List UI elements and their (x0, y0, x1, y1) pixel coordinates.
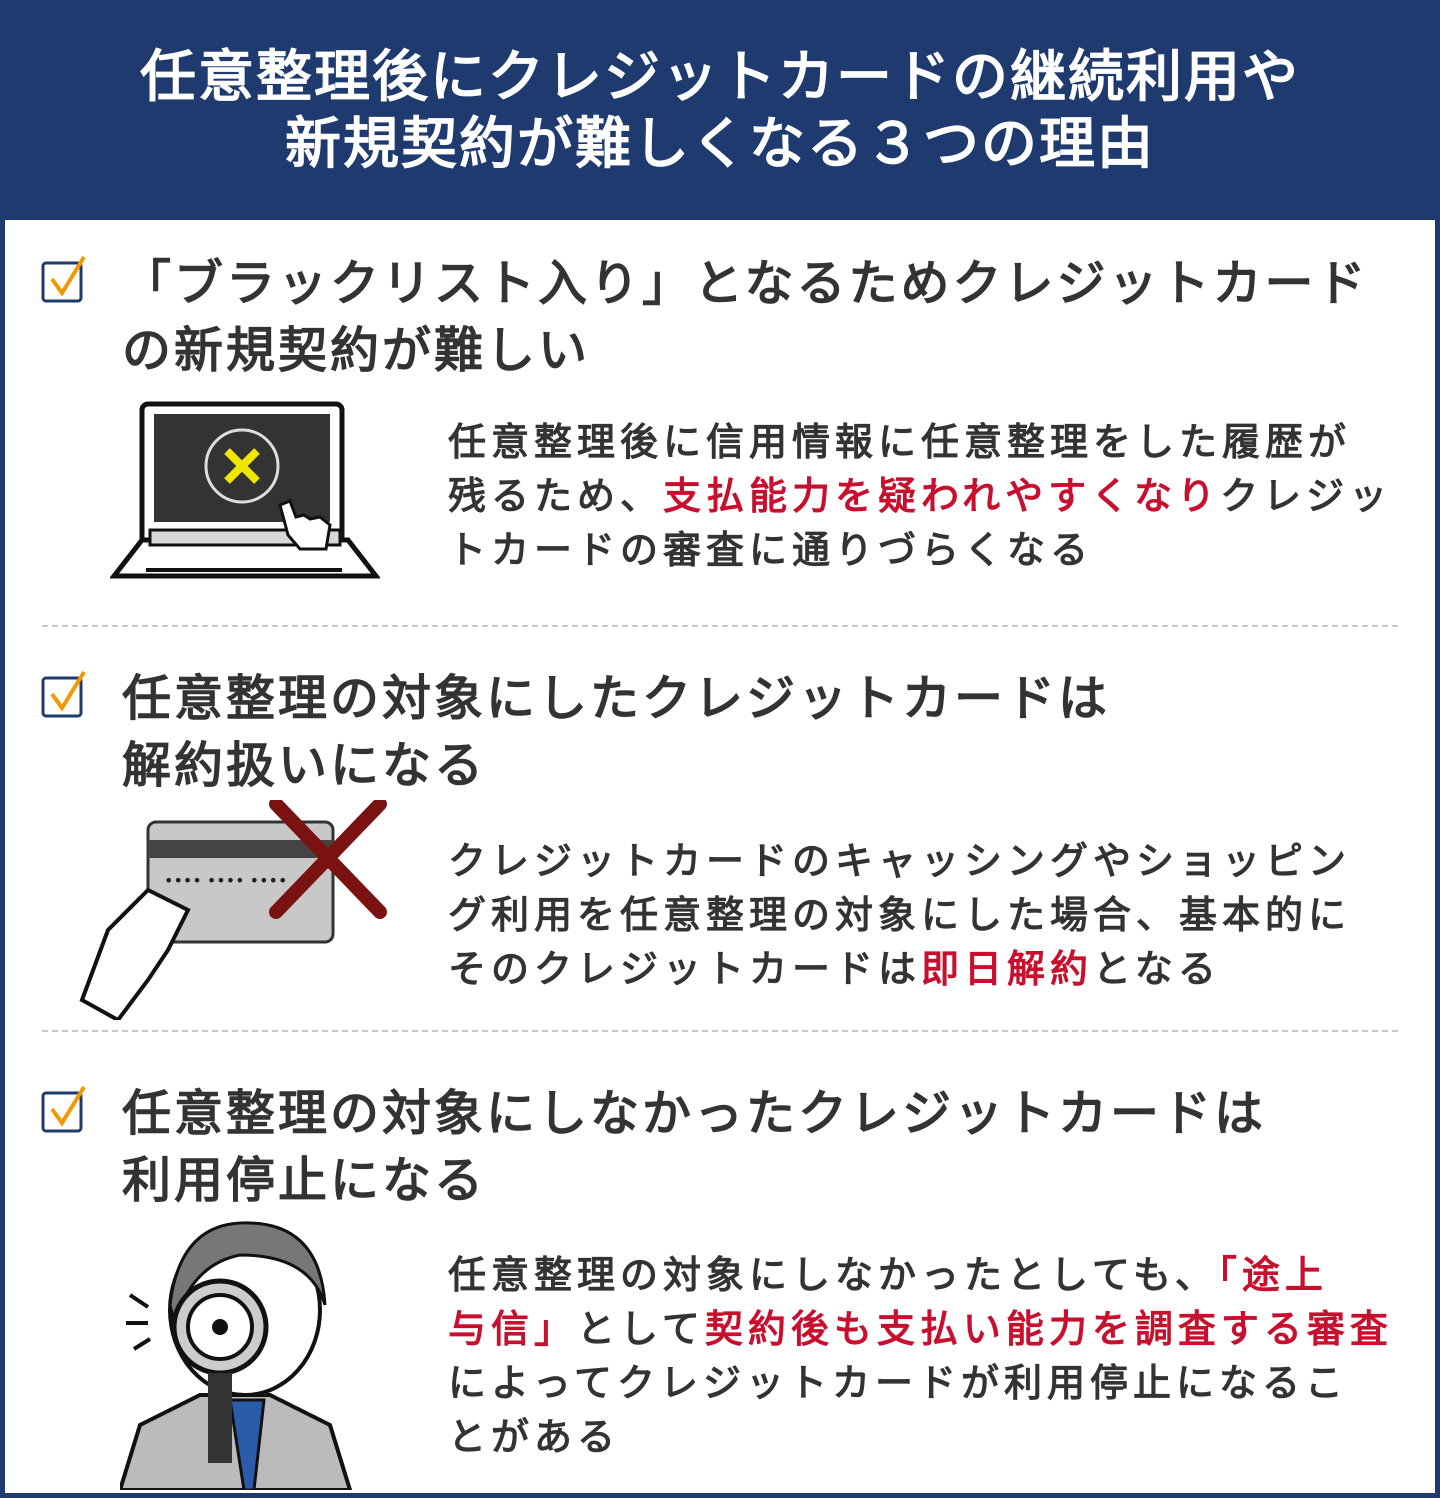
body-line: によってクレジットカードが利用停止になるこ (448, 1356, 1393, 1410)
body-line: とがある (448, 1410, 1393, 1464)
body-line: グ利用を任意整理の対象にした場合、基本的に (448, 888, 1351, 942)
body-line: 任意整理後に信用情報に任意整理をした履歴が (448, 415, 1392, 469)
body-text: トカードの審査に通りづらくなる (448, 528, 1094, 572)
body-text: クレジッ (1220, 474, 1393, 518)
highlight-text: 即日解約 (921, 947, 1094, 991)
heading-line: 任意整理の対象にしなかったクレジットカードは (122, 1085, 1267, 1142)
body-text: とがある (448, 1415, 621, 1459)
body-text: 任意整理の対象にしなかったとしても、 (448, 1253, 1218, 1297)
credit-card-cancel-icon: •••• •••• •••• (78, 797, 388, 1024)
highlight-text: 支払能力を疑われやすくなり (663, 474, 1221, 518)
highlight-text: 与信」 (448, 1307, 578, 1351)
checkbox-checked-icon (41, 255, 86, 303)
body-text: 任意整理後に信用情報に任意整理をした履歴が (448, 420, 1352, 464)
title-line: 新規契約が難しくなる３つの理由 (285, 112, 1155, 177)
laptop-error-icon (108, 400, 382, 594)
body-line: クレジットカードのキャッシングやショッピン (448, 834, 1351, 888)
body-text: によってクレジットカードが利用停止になるこ (448, 1361, 1348, 1405)
body-line: トカードの審査に通りづらくなる (448, 523, 1392, 577)
body-line: 残るため、支払能力を疑われやすくなりクレジッ (448, 469, 1392, 523)
heading-line: 「ブラックリスト入り」となるためクレジットカード (122, 255, 1369, 312)
body-line: 任意整理の対象にしなかったとしても、「途上 (448, 1248, 1393, 1302)
reason-heading: 任意整理の対象にしなかったクレジットカードは利用停止になる (122, 1080, 1266, 1214)
highlight-text: 「途上 (1217, 1253, 1328, 1297)
body-text: そのクレジットカードは (448, 947, 922, 991)
body-text: クレジットカードのキャッシングやショッピン (448, 839, 1352, 883)
checkbox-checked-icon (41, 1085, 86, 1133)
svg-text:•••• •••• ••••: •••• •••• •••• (164, 871, 287, 890)
reason-body: 任意整理後に信用情報に任意整理をした履歴が残るため、支払能力を疑われやすくなりク… (448, 415, 1392, 577)
section-divider (42, 625, 1398, 627)
reason-body: クレジットカードのキャッシングやショッピング利用を任意整理の対象にした場合、基本… (448, 834, 1351, 996)
body-text: として (577, 1307, 705, 1351)
body-text: となる (1093, 947, 1221, 991)
body-line: 与信」として契約後も支払い能力を調査する審査 (448, 1302, 1393, 1356)
reason-body: 任意整理の対象にしなかったとしても、「途上与信」として契約後も支払い能力を調査す… (448, 1248, 1393, 1464)
section-divider (42, 1030, 1398, 1032)
body-text: 残るため、 (448, 474, 664, 518)
title-banner: 任意整理後にクレジットカードの継続利用や 新規契約が難しくなる３つの理由 (0, 0, 1440, 220)
body-line: そのクレジットカードは即日解約となる (448, 942, 1351, 996)
highlight-text: 契約後も支払い能力を調査する審査 (704, 1307, 1393, 1351)
heading-line: 解約扱いになる (122, 737, 487, 794)
title-line: 任意整理後にクレジットカードの継続利用や (140, 45, 1300, 110)
magnifier-inspector-icon (117, 1215, 390, 1494)
reason-heading: 任意整理の対象にしたクレジットカードは解約扱いになる (122, 665, 1110, 799)
reason-heading: 「ブラックリスト入り」となるためクレジットカードの新規契約が難しい (122, 250, 1369, 384)
checkbox-checked-icon (41, 670, 86, 718)
heading-line: 利用停止になる (122, 1152, 487, 1209)
heading-line: の新規契約が難しい (122, 322, 591, 379)
heading-line: 任意整理の対象にしたクレジットカードは (122, 670, 1111, 727)
body-text: グ利用を任意整理の対象にした場合、基本的に (448, 893, 1352, 937)
